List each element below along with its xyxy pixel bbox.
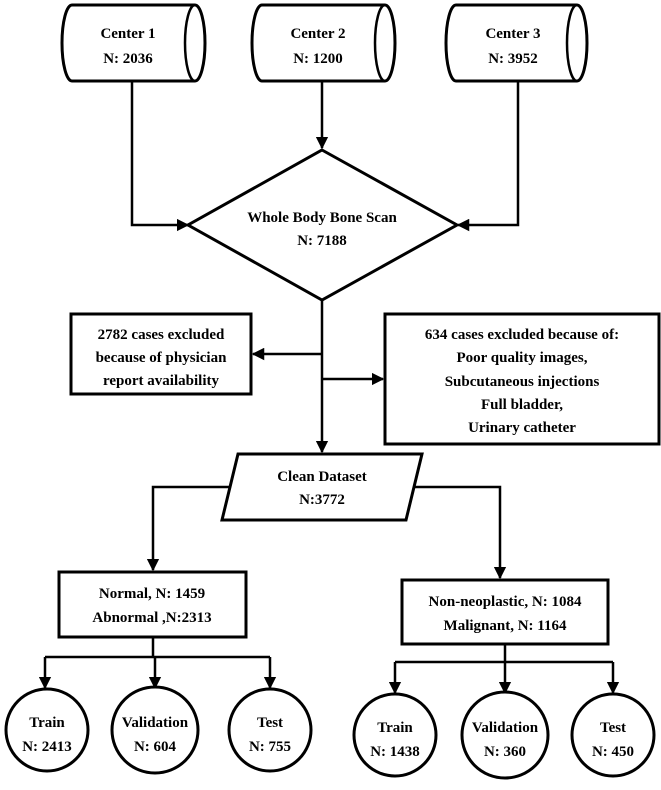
left-validation-count: N: 604 — [134, 739, 177, 755]
malignant-count: Malignant, N: 1164 — [444, 618, 567, 634]
arrow-center3-to-scan — [456, 82, 520, 232]
right-exclusion-box: 634 cases excluded because of: Poor qual… — [383, 312, 661, 446]
center-1-count: N: 2036 — [103, 51, 153, 67]
left-train-node: Train N: 2413 — [4, 687, 90, 773]
neoplastic-malignant-box: Non-neoplastic, N: 1084 Malignant, N: 11… — [400, 578, 610, 646]
arrow-clean-to-right-split — [414, 485, 507, 580]
clean-dataset-node: Clean Dataset N:3772 — [220, 452, 424, 522]
arrow-center1-to-scan — [130, 82, 190, 232]
left-exclusion-line-2: because of physician — [96, 350, 228, 366]
right-validation-name: Validation — [472, 720, 539, 736]
center-1-node: Center 1 N: 2036 — [60, 3, 207, 83]
left-exclusion-line-1: 2782 cases excluded — [98, 327, 225, 343]
center-3-count: N: 3952 — [488, 51, 538, 67]
right-exclusion-line-3: Subcutaneous injections — [445, 374, 600, 390]
left-train-count: N: 2413 — [22, 739, 72, 755]
right-test-node: Test N: 450 — [570, 692, 656, 778]
clean-dataset-count: N:3772 — [299, 492, 345, 508]
right-exclusion-line-4: Full bladder, — [481, 397, 563, 413]
connectors — [38, 82, 620, 695]
right-test-name: Test — [600, 720, 626, 736]
bone-scan-title: Whole Body Bone Scan — [247, 210, 397, 226]
left-validation-node: Validation N: 604 — [110, 685, 200, 775]
right-train-count: N: 1438 — [370, 744, 420, 760]
center-2-name: Center 2 — [290, 26, 345, 42]
center-3-node: Center 3 N: 3952 — [444, 3, 589, 83]
center-3-name: Center 3 — [485, 26, 540, 42]
arrow-clean-to-left-split — [146, 485, 262, 572]
right-validation-count: N: 360 — [484, 744, 526, 760]
abnormal-count: Abnormal ,N:2313 — [92, 610, 211, 626]
center-1-name: Center 1 — [100, 26, 155, 42]
left-test-count: N: 755 — [249, 739, 291, 755]
normal-count: Normal, N: 1459 — [99, 586, 205, 602]
right-exclusion-line-5: Urinary catheter — [468, 420, 576, 436]
right-exclusion-line-1: 634 cases excluded because of: — [425, 327, 619, 343]
right-test-count: N: 450 — [592, 744, 634, 760]
right-validation-node: Validation N: 360 — [460, 690, 550, 780]
left-exclusion-box: 2782 cases excluded because of physician… — [69, 312, 253, 396]
clean-dataset-title: Clean Dataset — [277, 469, 367, 485]
center-2-count: N: 1200 — [293, 51, 343, 67]
right-train-node: Train N: 1438 — [352, 692, 438, 778]
non-neoplastic-count: Non-neoplastic, N: 1084 — [429, 594, 582, 610]
center-2-node: Center 2 N: 1200 — [250, 3, 397, 83]
left-validation-name: Validation — [122, 715, 189, 731]
left-test-node: Test N: 755 — [227, 687, 313, 773]
left-train-name: Train — [29, 715, 65, 731]
right-exclusion-line-2: Poor quality images, — [457, 350, 588, 366]
bone-scan-count: N: 7188 — [297, 233, 347, 249]
left-exclusion-line-3: report availability — [103, 373, 219, 389]
normal-abnormal-box: Normal, N: 1459 Abnormal ,N:2313 — [57, 570, 248, 639]
bone-scan-decision: Whole Body Bone Scan N: 7188 — [184, 148, 461, 302]
left-test-name: Test — [257, 715, 283, 731]
right-train-name: Train — [377, 720, 413, 736]
